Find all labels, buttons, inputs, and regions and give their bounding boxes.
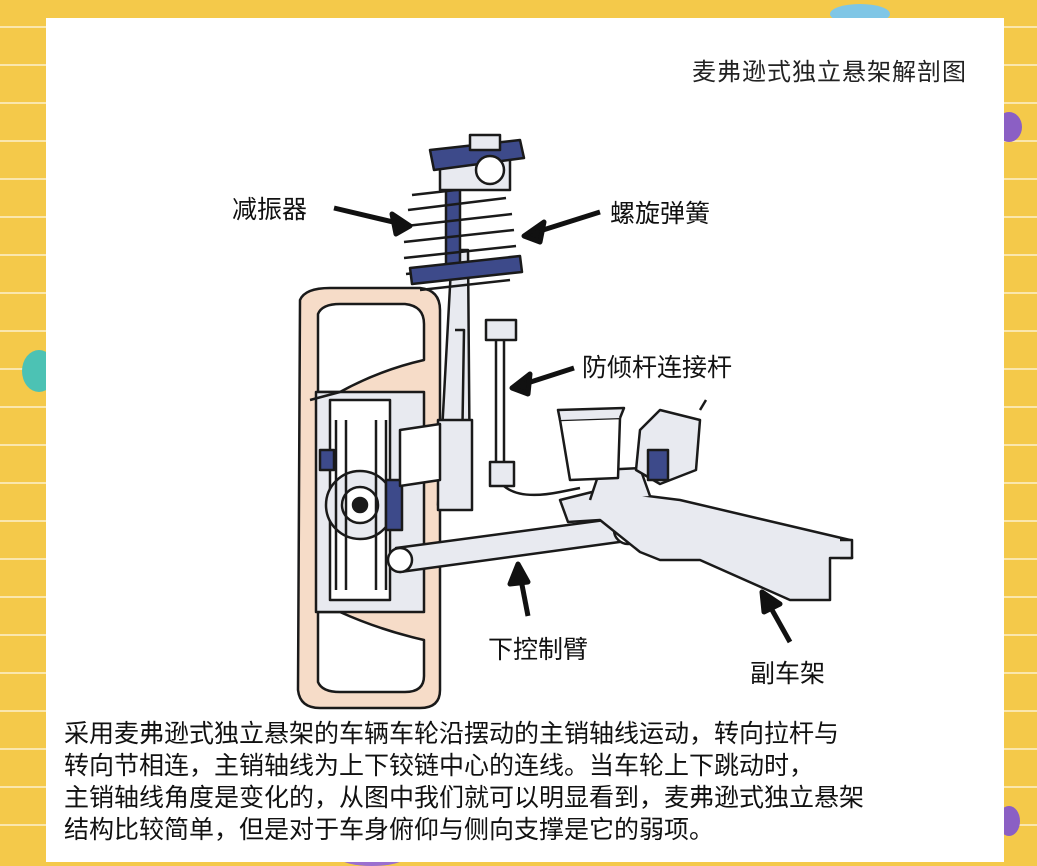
description-line: 转向节相连，主销轴线为上下铰链中心的连线。当车轮上下跳动时， <box>64 751 815 780</box>
strut <box>398 173 474 512</box>
diagram-title: 麦弗逊式独立悬架解剖图 <box>692 58 967 86</box>
label-stabilizer-link: 防倾杆连接杆 <box>582 353 733 382</box>
arrows <box>333 205 793 644</box>
label-subframe: 副车架 <box>750 659 826 688</box>
label-coil-spring: 螺旋弹簧 <box>610 199 711 228</box>
description-line: 结构比较简单，但是对于车身俯仰与侧向支撑是它的弱项。 <box>64 815 715 844</box>
label-shock-absorber: 减振器 <box>232 195 308 224</box>
engine-mount <box>556 399 708 486</box>
stabilizer-link <box>484 318 581 497</box>
description-line: 采用麦弗逊式独立悬架的车辆车轮沿摆动的主销轴线运动，转向拉杆与 <box>64 719 840 748</box>
subframe <box>558 466 854 602</box>
coil-spring <box>403 133 526 292</box>
wheel-hub <box>309 390 404 602</box>
label-lower-control-arm: 下控制臂 <box>488 635 589 664</box>
description-line: 主销轴线角度是变化的，从图中我们就可以明显看到，麦弗逊式独立悬架 <box>64 783 865 812</box>
description-text: 采用麦弗逊式独立悬架的车辆车轮沿摆动的主销轴线运动，转向拉杆与 转向节相连，主销… <box>64 718 994 846</box>
